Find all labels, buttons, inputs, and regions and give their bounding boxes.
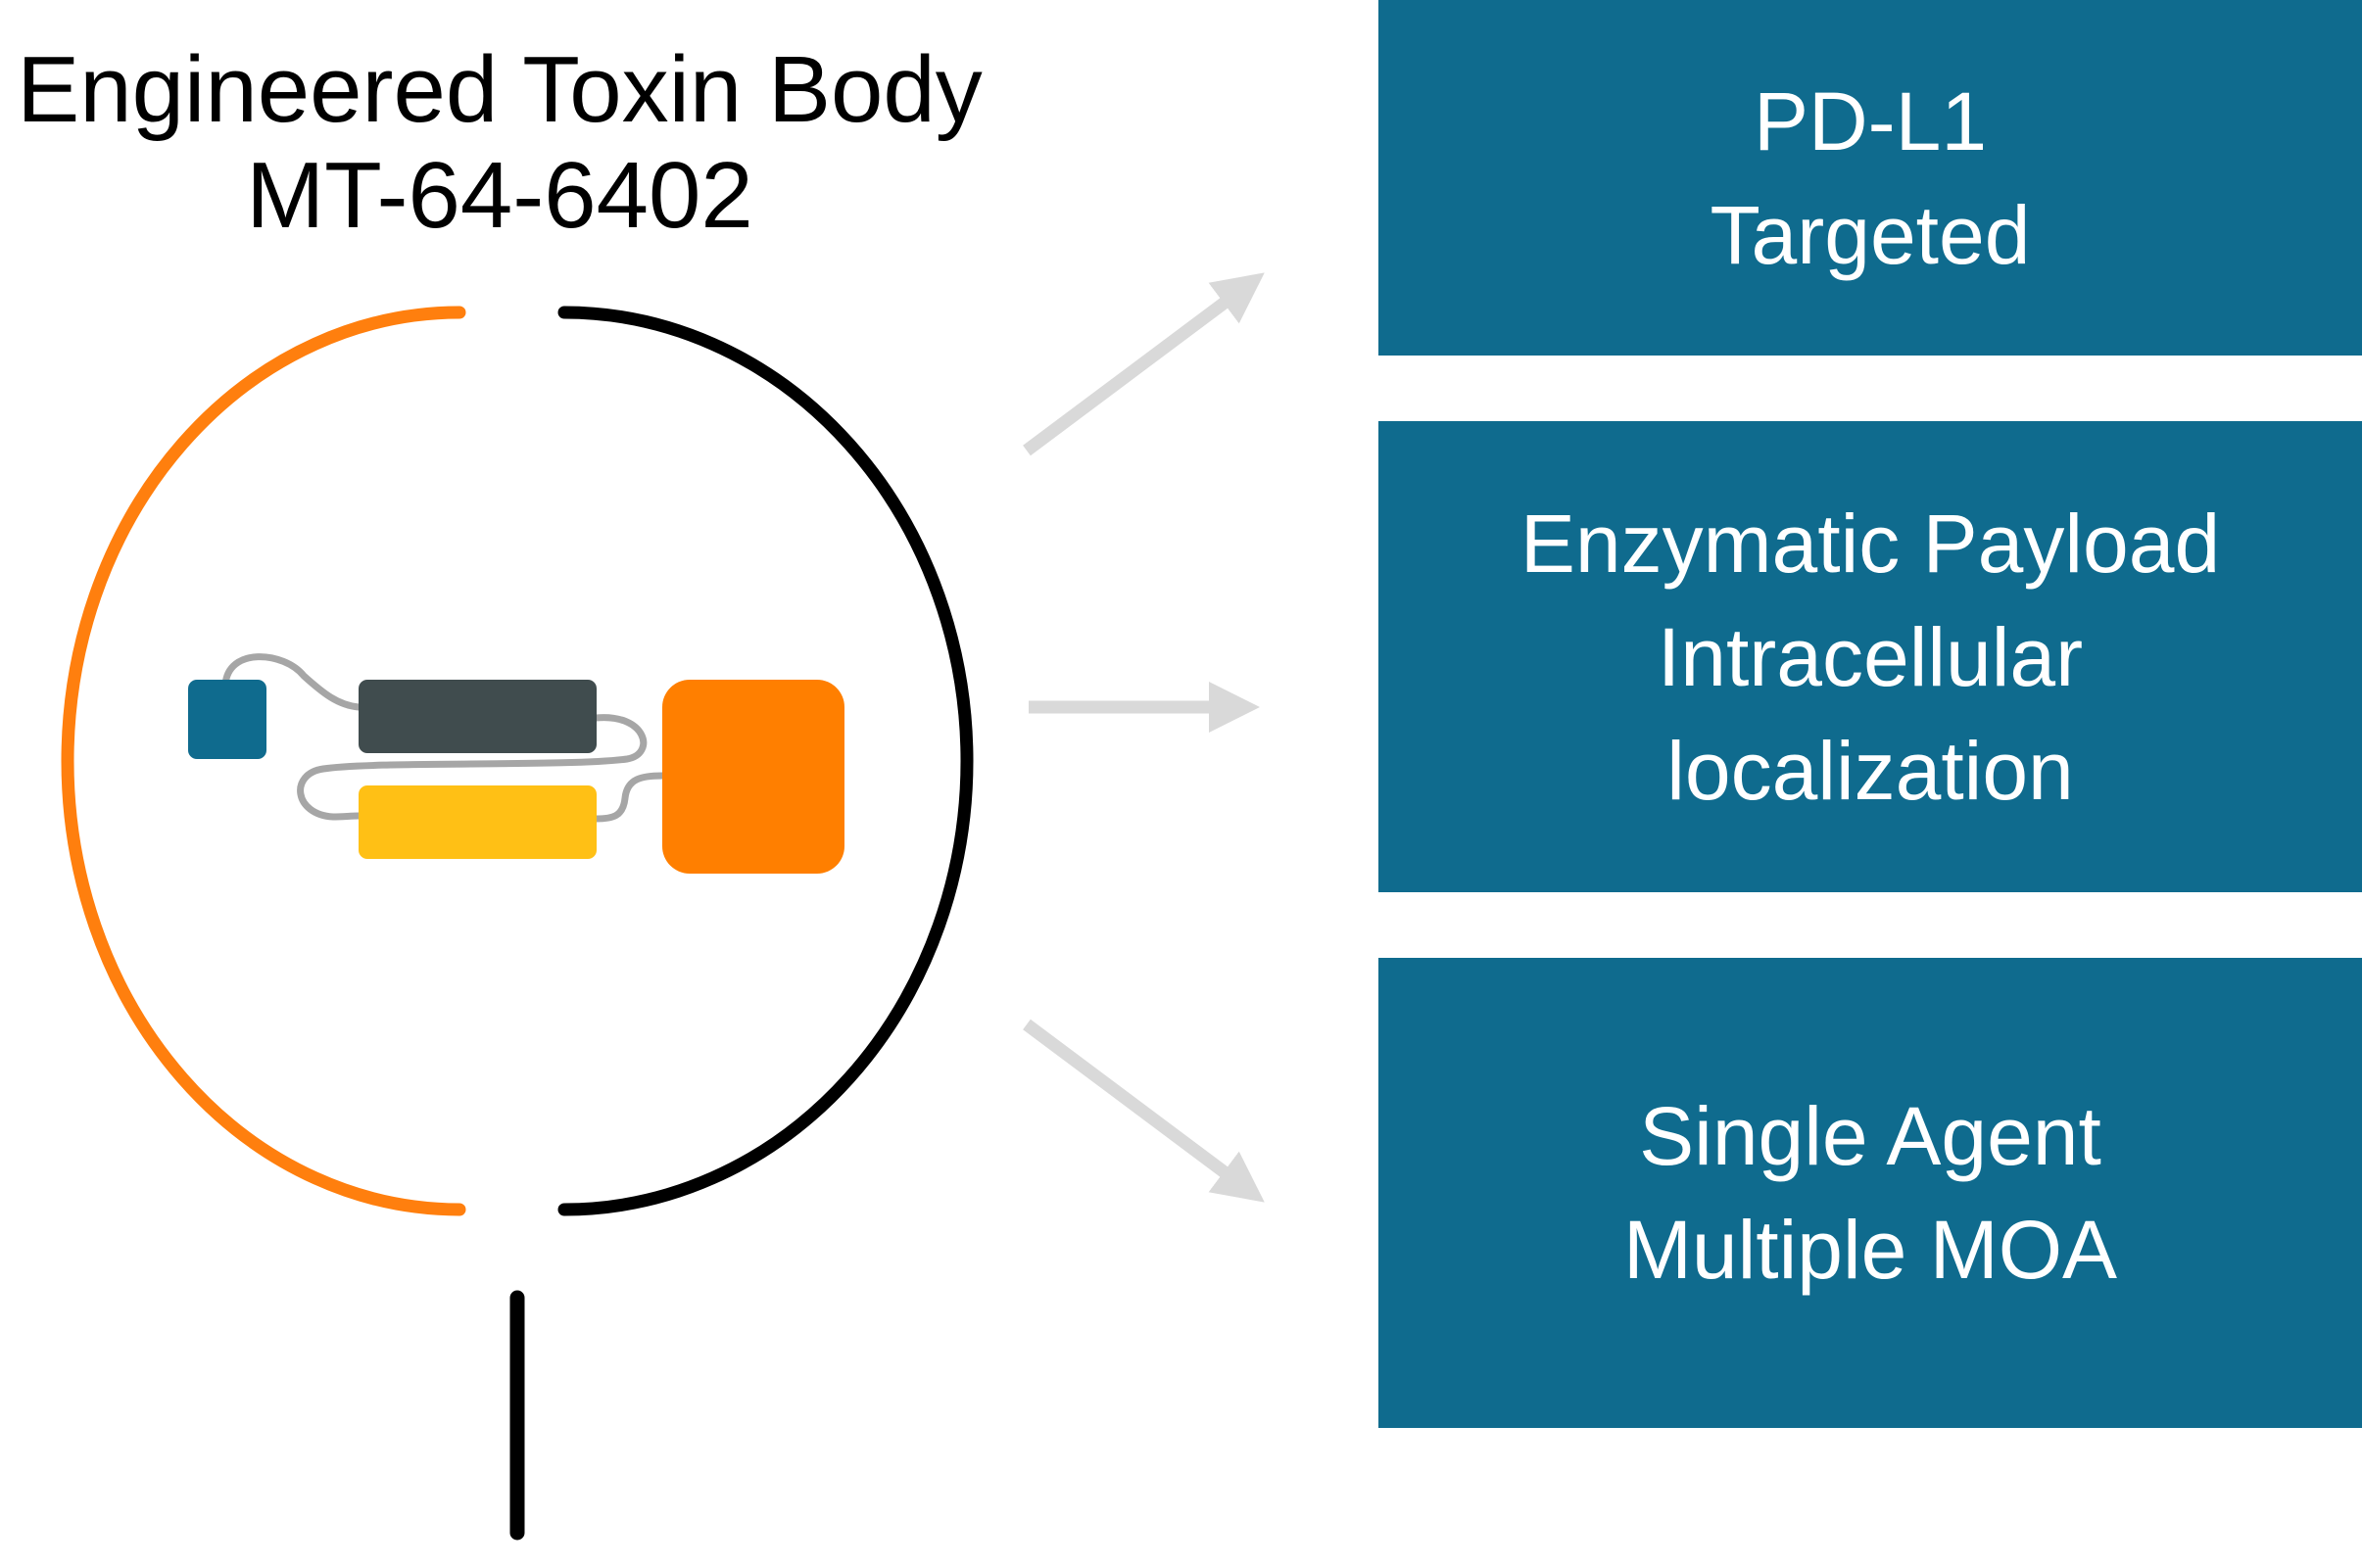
black-arc <box>557 306 974 1216</box>
box-1-line-2: Targeted <box>1710 188 2031 281</box>
arrow-to-box-3 <box>1023 1019 1265 1203</box>
title-line-1: Engineered Toxin Body <box>17 37 983 142</box>
arrow-to-box-1 <box>1023 272 1265 456</box>
box-3-line-1: Single Agent <box>1639 1090 2101 1182</box>
box-2-line-2: Intracellular <box>1657 610 2084 703</box>
title-line-2: MT-64-6402 <box>246 143 753 248</box>
box-single-agent: Single Agent Multiple MOA <box>1378 958 2362 1428</box>
linker-top <box>221 653 362 711</box>
box-pd-l1-targeted: PD-L1 Targeted <box>1378 0 2362 356</box>
box-2-line-1: Enzymatic Payload <box>1519 497 2221 590</box>
box-3-line-2: Multiple MOA <box>1622 1204 2118 1296</box>
yellow-bar <box>359 785 597 859</box>
small-blue-square <box>188 680 266 759</box>
dark-gray-bar <box>359 680 597 753</box>
box-2-line-3: localization <box>1666 724 2074 817</box>
linker-right-loop <box>297 714 648 821</box>
orange-arc <box>61 306 466 1216</box>
box-enzymatic-payload: Enzymatic Payload Intracellular localiza… <box>1378 421 2362 892</box>
orange-square <box>662 680 844 874</box>
box-1-line-1: PD-L1 <box>1753 74 1988 167</box>
linker-to-square <box>592 772 666 823</box>
